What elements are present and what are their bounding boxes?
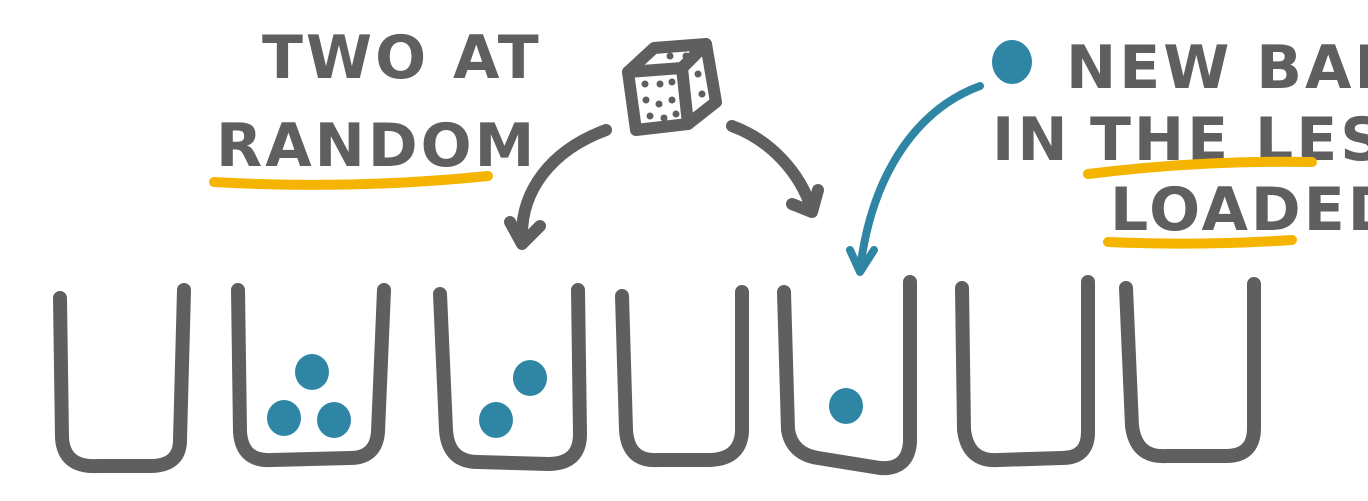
bin-3 [433,283,587,471]
new-ball-arrow [846,82,984,276]
label-loaded: LOADED [1110,175,1368,245]
bin-2 [231,283,391,468]
random-underline [209,171,493,190]
ball [513,360,547,396]
ball-icon [992,40,1032,84]
label-random: RANDOM [216,111,537,181]
label-new-ball: NEW BALL [1066,33,1368,103]
bins-row [53,275,1261,476]
bin-5 [777,275,917,476]
label-in: IN [992,105,1071,175]
loaded-underline [1103,235,1297,249]
ball [479,402,513,438]
ball [295,354,329,390]
die-icon [622,38,722,136]
ball [317,402,351,438]
new-ball-label: NEW BALL IN THE LESS LOADED [992,33,1368,249]
bin-4 [615,285,749,468]
the-less-underline [1083,156,1317,179]
ball [829,388,863,424]
two-at-random-label: TWO AT RANDOM [209,23,542,190]
bin-balls [267,354,863,438]
ball [267,400,301,436]
arrow-to-bin-5 [726,120,824,218]
bin-1 [53,283,191,474]
arrow-to-bin-3 [504,124,612,250]
bin-6 [955,275,1095,468]
bin-7 [1119,277,1261,464]
label-two-at: TWO AT [262,23,542,93]
